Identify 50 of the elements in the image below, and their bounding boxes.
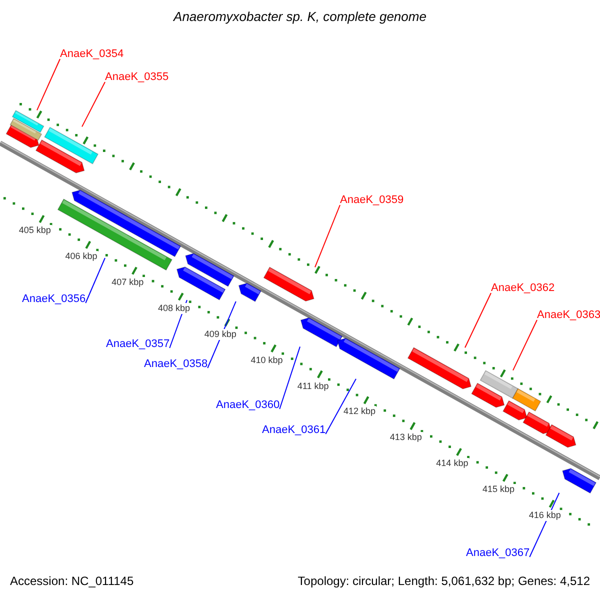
scale-label: 409 kbp [203, 328, 238, 340]
gene-label: AnaeK_0361 [262, 423, 326, 437]
scale-label: 406 kbp [64, 251, 98, 262]
gene-feature [334, 335, 400, 379]
gene-label: AnaeK_0358 [144, 357, 208, 371]
leader-line [512, 320, 538, 371]
gene-label: AnaeK_0356 [22, 292, 86, 306]
leader-line [314, 204, 340, 268]
scale-label: 416 kbp [528, 510, 562, 521]
scale-label: 413 kbp [388, 432, 423, 444]
gene-feature [545, 424, 578, 450]
leader-line [82, 82, 106, 128]
gene-block [480, 370, 518, 398]
gene-block [512, 388, 541, 410]
gene-block [12, 110, 44, 132]
leader-line [279, 346, 300, 410]
gene-label: AnaeK_0357 [106, 337, 170, 351]
gene-feature [298, 314, 342, 347]
gene-label: AnaeK_0360 [216, 398, 280, 412]
scale-label: 414 kbp [435, 458, 470, 470]
leader-line [464, 292, 492, 348]
accession-text: Accession: NC_011145 [10, 574, 134, 588]
gene-feature [236, 280, 261, 302]
gene-feature [408, 348, 474, 392]
leader-line [85, 258, 106, 304]
gene-block [58, 199, 172, 270]
gene-label: AnaeK_0367 [466, 546, 530, 560]
gene-label: AnaeK_0362 [491, 281, 555, 295]
gene-label: AnaeK_0363 [537, 308, 600, 322]
scale-label: 412 kbp [342, 406, 376, 418]
leader-line [325, 378, 356, 434]
scale-label: 405 kbp [18, 225, 52, 236]
leader-line [36, 58, 60, 111]
gene-feature [559, 465, 596, 493]
gene-label: AnaeK_0359 [340, 193, 404, 207]
gene-label: AnaeK_0355 [105, 70, 169, 84]
scale-label: 415 kbp [482, 484, 516, 496]
gene-feature [182, 250, 234, 286]
genome-summary-text: Topology: circular; Length: 5,061,632 bp; Genes: 4,512 [298, 574, 590, 588]
title: Anaeromyxobacter sp. K, complete genome [172, 10, 428, 24]
gene-feature [471, 383, 507, 410]
gene-label: AnaeK_0354 [60, 47, 124, 61]
gene-feature [264, 267, 317, 304]
scale-label: 410 kbp [250, 354, 284, 366]
scale-label: 411 kbp [296, 380, 330, 392]
scale-label: 408 kbp [156, 302, 192, 314]
gene-block [10, 118, 42, 140]
gene-block [44, 126, 98, 164]
scale-label: 407 kbp [110, 276, 145, 288]
gene-feature [174, 264, 226, 300]
